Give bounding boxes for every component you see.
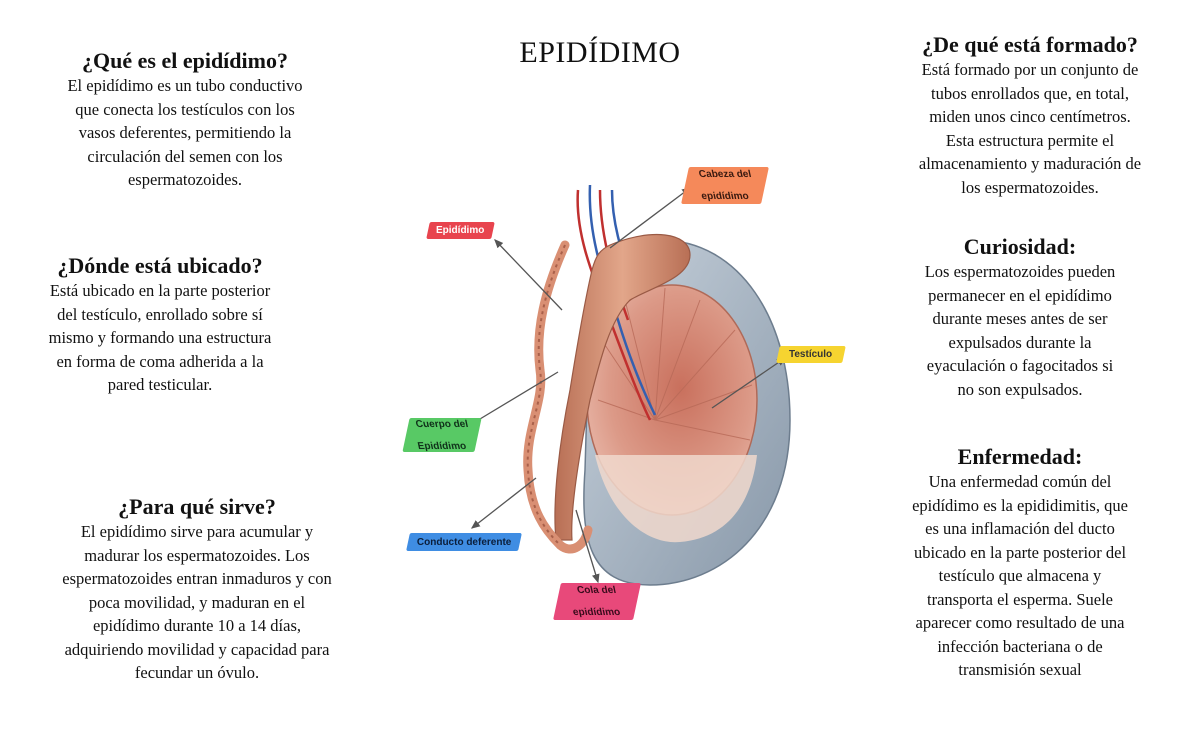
section-para-que: ¿Para qué sirve? El epidídimo sirve para… (22, 494, 372, 685)
text-line: adquiriendo movilidad y capacidad para (64, 639, 330, 659)
text-formado: Está formado por un conjunto de tubos en… (880, 58, 1180, 199)
text-line: madurar los espermatozoides. Los (84, 545, 310, 565)
text-line: durante meses antes de ser (932, 309, 1108, 329)
text-line: poca movilidad, y maduran en el (88, 592, 306, 612)
label-testiculo: Testículo (776, 346, 846, 363)
text-line: circulación del semen con los (87, 146, 283, 166)
heading-formado: ¿De qué está formado? (922, 32, 1138, 57)
section-que-es: ¿Qué es el epidídimo? El epidídimo es un… (20, 48, 350, 192)
heading-para-que: ¿Para qué sirve? (118, 494, 276, 519)
label-line: Cabeza del (697, 169, 753, 180)
label-line: Testículo (789, 349, 833, 360)
heading-que-es: ¿Qué es el epidídimo? (82, 48, 288, 73)
septa-lines (597, 287, 753, 441)
epididymis-illustration (468, 184, 791, 586)
heading-enfermedad: Enfermedad: (957, 444, 1083, 469)
heading-curiosidad: Curiosidad: (963, 234, 1077, 259)
text-line: almacenamiento y maduración de (918, 154, 1142, 174)
text-line: vasos deferentes, permitiendo la (78, 123, 292, 143)
label-line: Cuerpo del (414, 418, 470, 430)
text-line: epidídimo es la epididimitis, que (912, 495, 1128, 515)
text-curiosidad: Los espermatozoides pueden permanecer en… (880, 260, 1160, 401)
label-line: Conducto deferente (416, 536, 512, 548)
text-line: Esta estructura permite el (945, 130, 1115, 150)
section-curiosidad: Curiosidad: Los espermatozoides pueden p… (880, 234, 1160, 401)
text-line: infección bacteriana o de (937, 636, 1103, 656)
text-line: expulsados durante la (948, 332, 1092, 352)
text-line: espermatozoides. (127, 170, 243, 190)
section-donde: ¿Dónde está ubicado? Está ubicado en la … (10, 253, 310, 397)
text-line: del testículo, enrollado sobre sí (57, 304, 263, 324)
vas-deferens-shape (523, 240, 593, 554)
text-line: aparecer como resultado de una (915, 613, 1125, 633)
text-line: Una enfermedad común del (928, 472, 1112, 492)
text-line: tubos enrollados que, en total, (931, 83, 1129, 103)
label-cola-epididimo: Cola del epidídimo (553, 583, 641, 620)
text-line: eyaculación o fagocitados si (926, 356, 1114, 376)
text-donde: Está ubicado en la parte posterior del t… (10, 279, 310, 397)
label-line: epidídimo (572, 607, 622, 618)
page-title: EPIDÍDIMO (519, 36, 681, 69)
text-line: espermatozoides entran inmaduros y con (62, 569, 332, 589)
section-formado: ¿De qué está formado? Está formado por u… (880, 32, 1180, 199)
text-line: los espermatozoides. (961, 177, 1099, 197)
text-line: que conecta los testículos con los (75, 99, 295, 119)
text-line: Los espermatozoides pueden (924, 262, 1116, 282)
text-line: permanecer en el epidídimo (928, 285, 1112, 305)
text-line: es una inflamación del ducto (925, 519, 1115, 539)
text-enfermedad: Una enfermedad común del epidídimo es la… (880, 470, 1160, 682)
text-que-es: El epidídimo es un tubo conductivo que c… (20, 74, 350, 192)
label-line: Epidídimo (436, 225, 485, 236)
text-line: pared testicular. (107, 375, 213, 395)
label-line: Epidídimo (416, 440, 468, 452)
text-line: en forma de coma adherida a la (56, 351, 264, 371)
callout-arrows (468, 187, 787, 584)
text-line: no son expulsados. (957, 379, 1083, 399)
text-line: Está ubicado en la parte posterior (49, 281, 271, 301)
label-line: epidídimo (700, 191, 750, 202)
text-line: El epidídimo es un tubo conductivo (67, 76, 303, 96)
text-line: miden unos cinco centímetros. (929, 107, 1131, 127)
epididymis-shape (554, 234, 691, 541)
text-line: testículo que almacena y (938, 566, 1102, 586)
testis-lower-shape (595, 455, 757, 543)
text-line: Está formado por un conjunto de (921, 60, 1139, 80)
text-line: El epidídimo sirve para acumular y (80, 522, 314, 542)
label-conducto-deferente: Conducto deferente (406, 533, 522, 551)
label-epididimo: Epidídimo (426, 222, 495, 239)
text-line: mismo y formando una estructura (48, 328, 272, 348)
text-line: ubicado en la parte posterior del (913, 542, 1127, 562)
label-cabeza-epididimo: Cabeza del epidídimo (681, 167, 769, 204)
heading-donde: ¿Dónde está ubicado? (57, 253, 263, 278)
text-line: fecundar un óvulo. (134, 663, 260, 683)
text-line: epidídimo durante 10 a 14 días, (92, 616, 302, 636)
vas-deferens-coils (526, 244, 566, 546)
text-line: transmisión sexual (958, 660, 1082, 680)
label-line: Cola del (576, 585, 618, 596)
text-para-que: El epidídimo sirve para acumular y madur… (22, 520, 372, 685)
section-enfermedad: Enfermedad: Una enfermedad común del epi… (880, 444, 1160, 682)
text-line: transporta el esperma. Suele (926, 589, 1113, 609)
